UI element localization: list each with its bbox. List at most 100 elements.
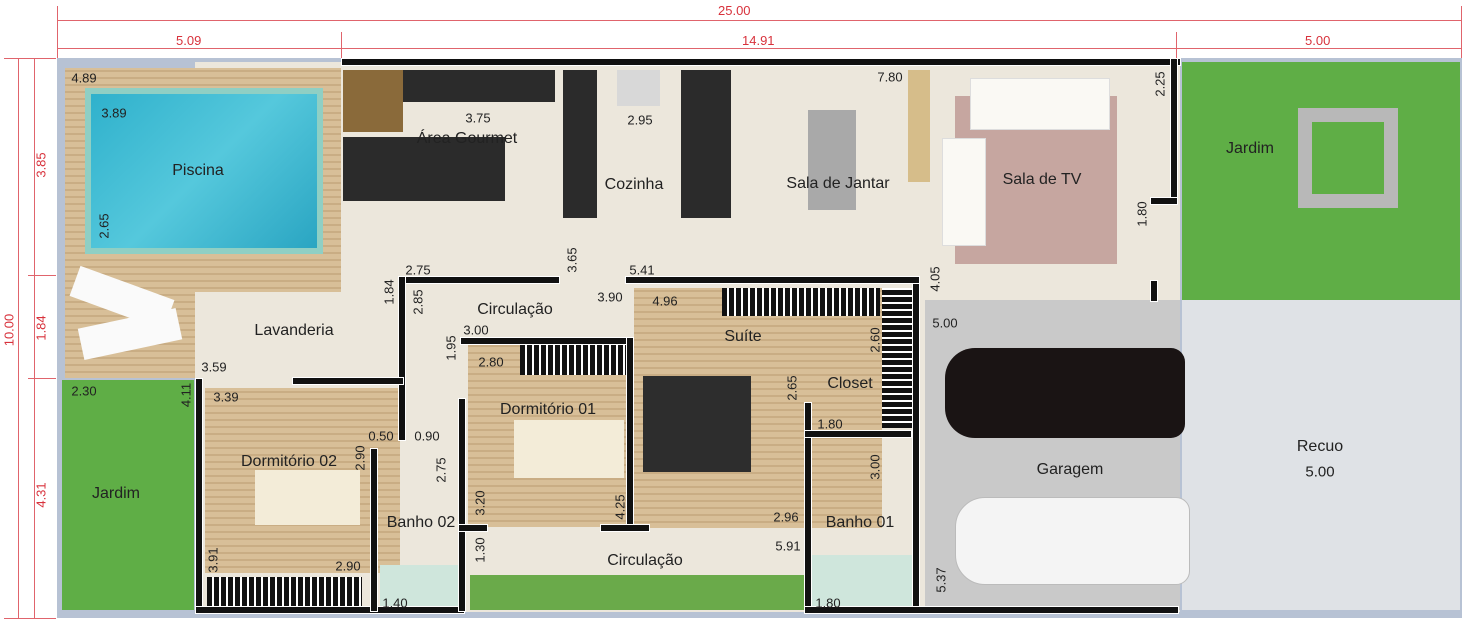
suite-bed	[643, 376, 751, 472]
measurement: 1.80	[1134, 201, 1150, 227]
recuo-depth: 5.00	[1305, 463, 1335, 481]
measurement: 2.60	[867, 327, 883, 353]
room-label-area-gourmet: Área Gourmet	[416, 130, 518, 147]
wall	[292, 377, 404, 385]
room-label-dormitorio-02: Dormitório 02	[240, 453, 338, 470]
dimension-total-depth: 10.00	[1, 313, 17, 347]
back-garden	[62, 380, 194, 610]
dorm-01-bed	[514, 420, 624, 478]
dimension-tick	[341, 32, 342, 58]
wall	[912, 276, 920, 612]
measurement: 2.80	[478, 354, 504, 370]
measurement: 7.80	[877, 69, 903, 85]
wall	[458, 524, 488, 532]
dorm-02-bed	[255, 470, 360, 525]
measurement: 3.91	[205, 547, 221, 573]
sofa	[970, 78, 1110, 130]
room-label-sala-tv: Sala de TV	[1002, 171, 1082, 188]
dimension-line-total-width	[57, 20, 1462, 21]
measurement: 3.75	[465, 110, 491, 126]
dimension-total-width: 25.00	[718, 3, 751, 18]
wall	[1150, 280, 1158, 302]
measurement: 4.96	[652, 293, 678, 309]
dimension-tick	[57, 6, 58, 58]
room-label-circulacao-bottom: Circulação	[607, 552, 683, 569]
measurement: 1.80	[815, 595, 841, 611]
wall	[804, 606, 1179, 614]
armchairs	[942, 138, 986, 246]
car-white	[955, 497, 1190, 585]
wall	[804, 430, 912, 438]
measurement: 2.90	[335, 558, 361, 574]
measurement: 2.65	[96, 213, 112, 239]
laundry-floor	[195, 292, 355, 378]
measurement: 3.20	[472, 490, 488, 516]
measurement: 5.00	[932, 315, 958, 331]
wall	[600, 524, 650, 532]
measurement: 2.65	[784, 375, 800, 401]
room-label-dormitorio-01: Dormitório 01	[499, 401, 597, 418]
grill	[343, 70, 403, 132]
measurement: 0.90	[414, 428, 440, 444]
dimension-depth-middle: 1.84	[33, 315, 49, 341]
closet-wardrobe	[882, 288, 912, 428]
measurement: 4.11	[178, 382, 194, 408]
dimension-tick	[28, 275, 56, 276]
front-garden	[1182, 62, 1460, 300]
shower-banho-02	[380, 565, 460, 610]
measurement: 3.39	[213, 389, 239, 405]
room-label-banho-02: Banho 02	[386, 514, 456, 531]
inner-garden-strip	[470, 575, 805, 610]
dimension-tick	[4, 618, 56, 619]
room-label-circulacao-top: Circulação	[477, 301, 553, 318]
gourmet-island	[343, 137, 505, 201]
measurement: 2.30	[71, 383, 97, 399]
measurement: 2.96	[773, 509, 799, 525]
measurement: 3.89	[101, 105, 127, 121]
wall	[398, 276, 406, 441]
garden-path	[1298, 108, 1398, 208]
wall	[460, 337, 632, 345]
dimension-line-depths	[34, 58, 35, 618]
kitchen-counter-bar	[681, 70, 731, 218]
kitchen-counter	[563, 70, 597, 218]
dimension-line-total-depth	[18, 58, 19, 618]
measurement: 2.75	[433, 457, 449, 483]
room-label-garagem: Garagem	[1036, 461, 1104, 478]
measurement: 1.80	[817, 416, 843, 432]
wall	[458, 398, 466, 612]
wall	[341, 58, 1181, 66]
room-label-recuo: Recuo	[1296, 438, 1344, 455]
dorm-02-wardrobe	[207, 577, 362, 607]
wall	[370, 448, 378, 612]
room-label-sala-jantar: Sala de Jantar	[786, 175, 890, 192]
dimension-width-middle: 14.91	[742, 33, 775, 48]
dorm-01-wardrobe	[520, 345, 628, 375]
measurement: 2.85	[410, 289, 426, 315]
wall	[1170, 58, 1178, 204]
pool	[85, 88, 323, 254]
room-label-cozinha: Cozinha	[604, 176, 664, 193]
measurement: 3.59	[201, 359, 227, 375]
measurement: 5.91	[775, 538, 801, 554]
measurement: 3.00	[463, 322, 489, 338]
measurement: 3.90	[597, 289, 623, 305]
measurement: 1.84	[381, 279, 397, 305]
measurement: 2.75	[405, 262, 431, 278]
suite-wardrobe	[722, 288, 880, 316]
shower-banho-01	[812, 555, 912, 610]
room-label-piscina: Piscina	[172, 162, 224, 179]
dimension-depth-top: 3.85	[33, 152, 49, 178]
dimension-width-right: 5.00	[1305, 33, 1331, 48]
room-label-suite: Suíte	[724, 328, 762, 345]
measurement: 4.89	[71, 70, 97, 86]
measurement: 1.40	[382, 595, 408, 611]
wall	[1150, 197, 1178, 205]
dimension-depth-bottom: 4.31	[33, 482, 49, 508]
measurement: 4.25	[612, 494, 628, 520]
measurement: 3.65	[564, 247, 580, 273]
dimension-line-widths	[57, 48, 1462, 49]
measurement: 1.30	[472, 537, 488, 563]
wall	[195, 378, 203, 612]
measurement: 2.25	[1152, 71, 1168, 97]
